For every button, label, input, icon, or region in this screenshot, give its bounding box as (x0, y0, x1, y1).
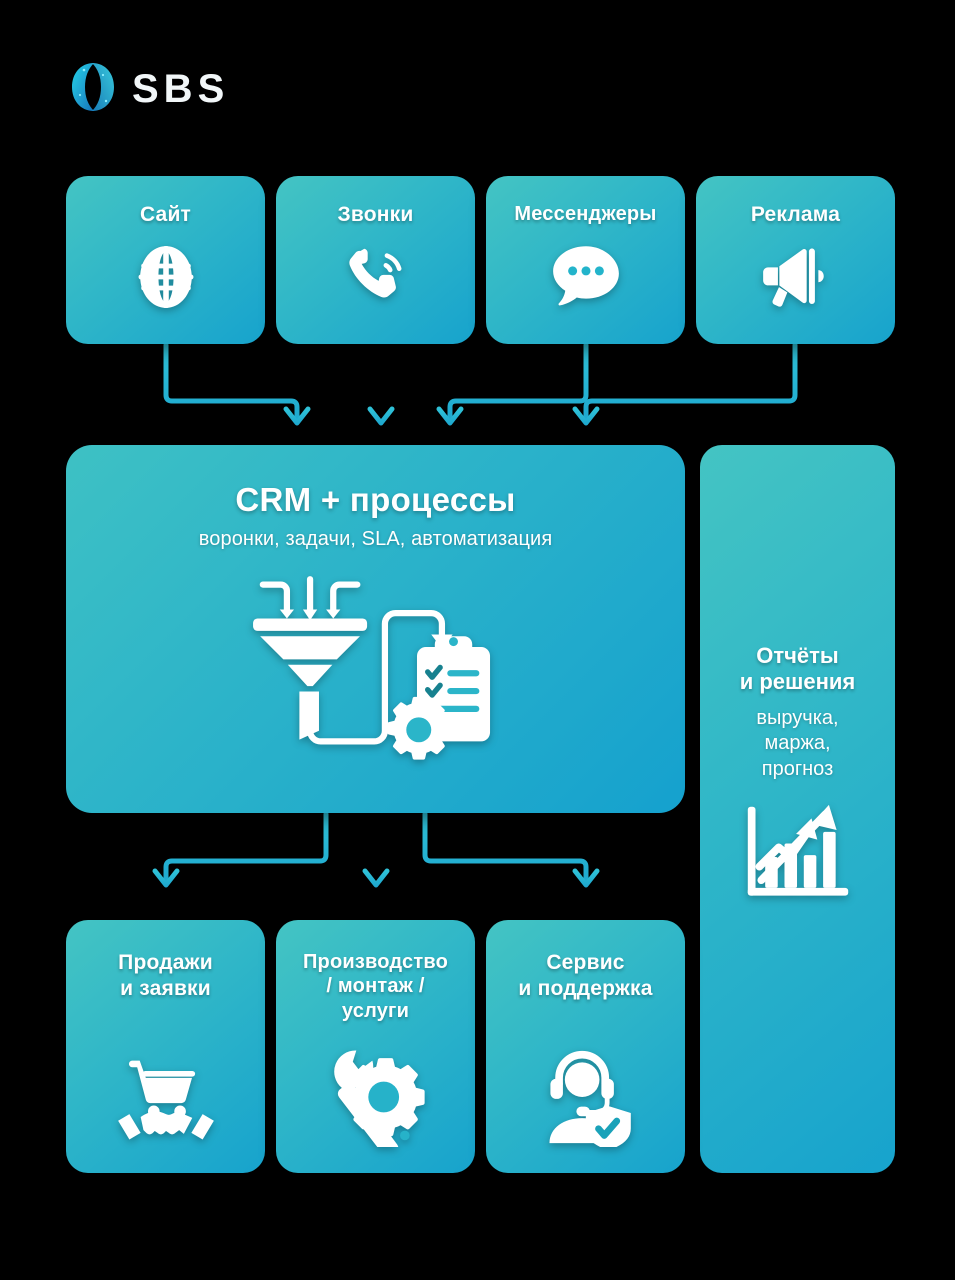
card-title: Сервис и поддержка (518, 951, 653, 1000)
crm-subtitle: воронки, задачи, SLA, автоматизация (198, 528, 553, 550)
source-card-site[interactable]: Сайт (66, 176, 265, 344)
card-title: Продажи и заявки (118, 951, 213, 1000)
crm-center-card[interactable]: CRM + процессы воронки, задачи, SLA, авт… (66, 445, 685, 813)
funnel-clipboard-gear-icon (233, 565, 519, 761)
source-card-calls[interactable]: Звонки (276, 176, 475, 344)
sbs-sphere-logo-icon (68, 61, 118, 118)
reports-title: Отчёты и решения (739, 643, 856, 695)
cart-handshake-icon (114, 1055, 218, 1147)
card-title: Сайт (139, 203, 192, 226)
headset-shield-icon (536, 1047, 636, 1147)
card-title: Звонки (337, 203, 414, 226)
chat-bubble-icon (549, 242, 623, 308)
globe-icon (133, 244, 199, 310)
card-title: Производство / монтаж / услуги (302, 951, 449, 1022)
card-title: Мессенджеры (514, 203, 657, 225)
destination-card-production[interactable]: Производство / монтаж / услуги (276, 920, 475, 1173)
phone-ringing-icon (341, 244, 411, 314)
card-title: Реклама (750, 203, 841, 226)
destination-card-sales[interactable]: Продажи и заявки (66, 920, 265, 1173)
crm-title: CRM + процессы (235, 481, 516, 518)
wrench-gear-icon (324, 1047, 428, 1147)
source-card-ads[interactable]: Реклама (696, 176, 895, 344)
brand-name: SBS (132, 67, 230, 111)
megaphone-icon (758, 244, 834, 310)
growth-chart-arrow-icon (740, 801, 856, 913)
brand-logo: SBS (68, 62, 258, 116)
source-card-messengers[interactable]: Мессенджеры (486, 176, 685, 344)
reports-panel-card[interactable]: Отчёты и решения выручка, маржа, прогноз (700, 445, 895, 1173)
reports-subtitle: выручка, маржа, прогноз (756, 706, 839, 780)
destination-card-service[interactable]: Сервис и поддержка (486, 920, 685, 1173)
